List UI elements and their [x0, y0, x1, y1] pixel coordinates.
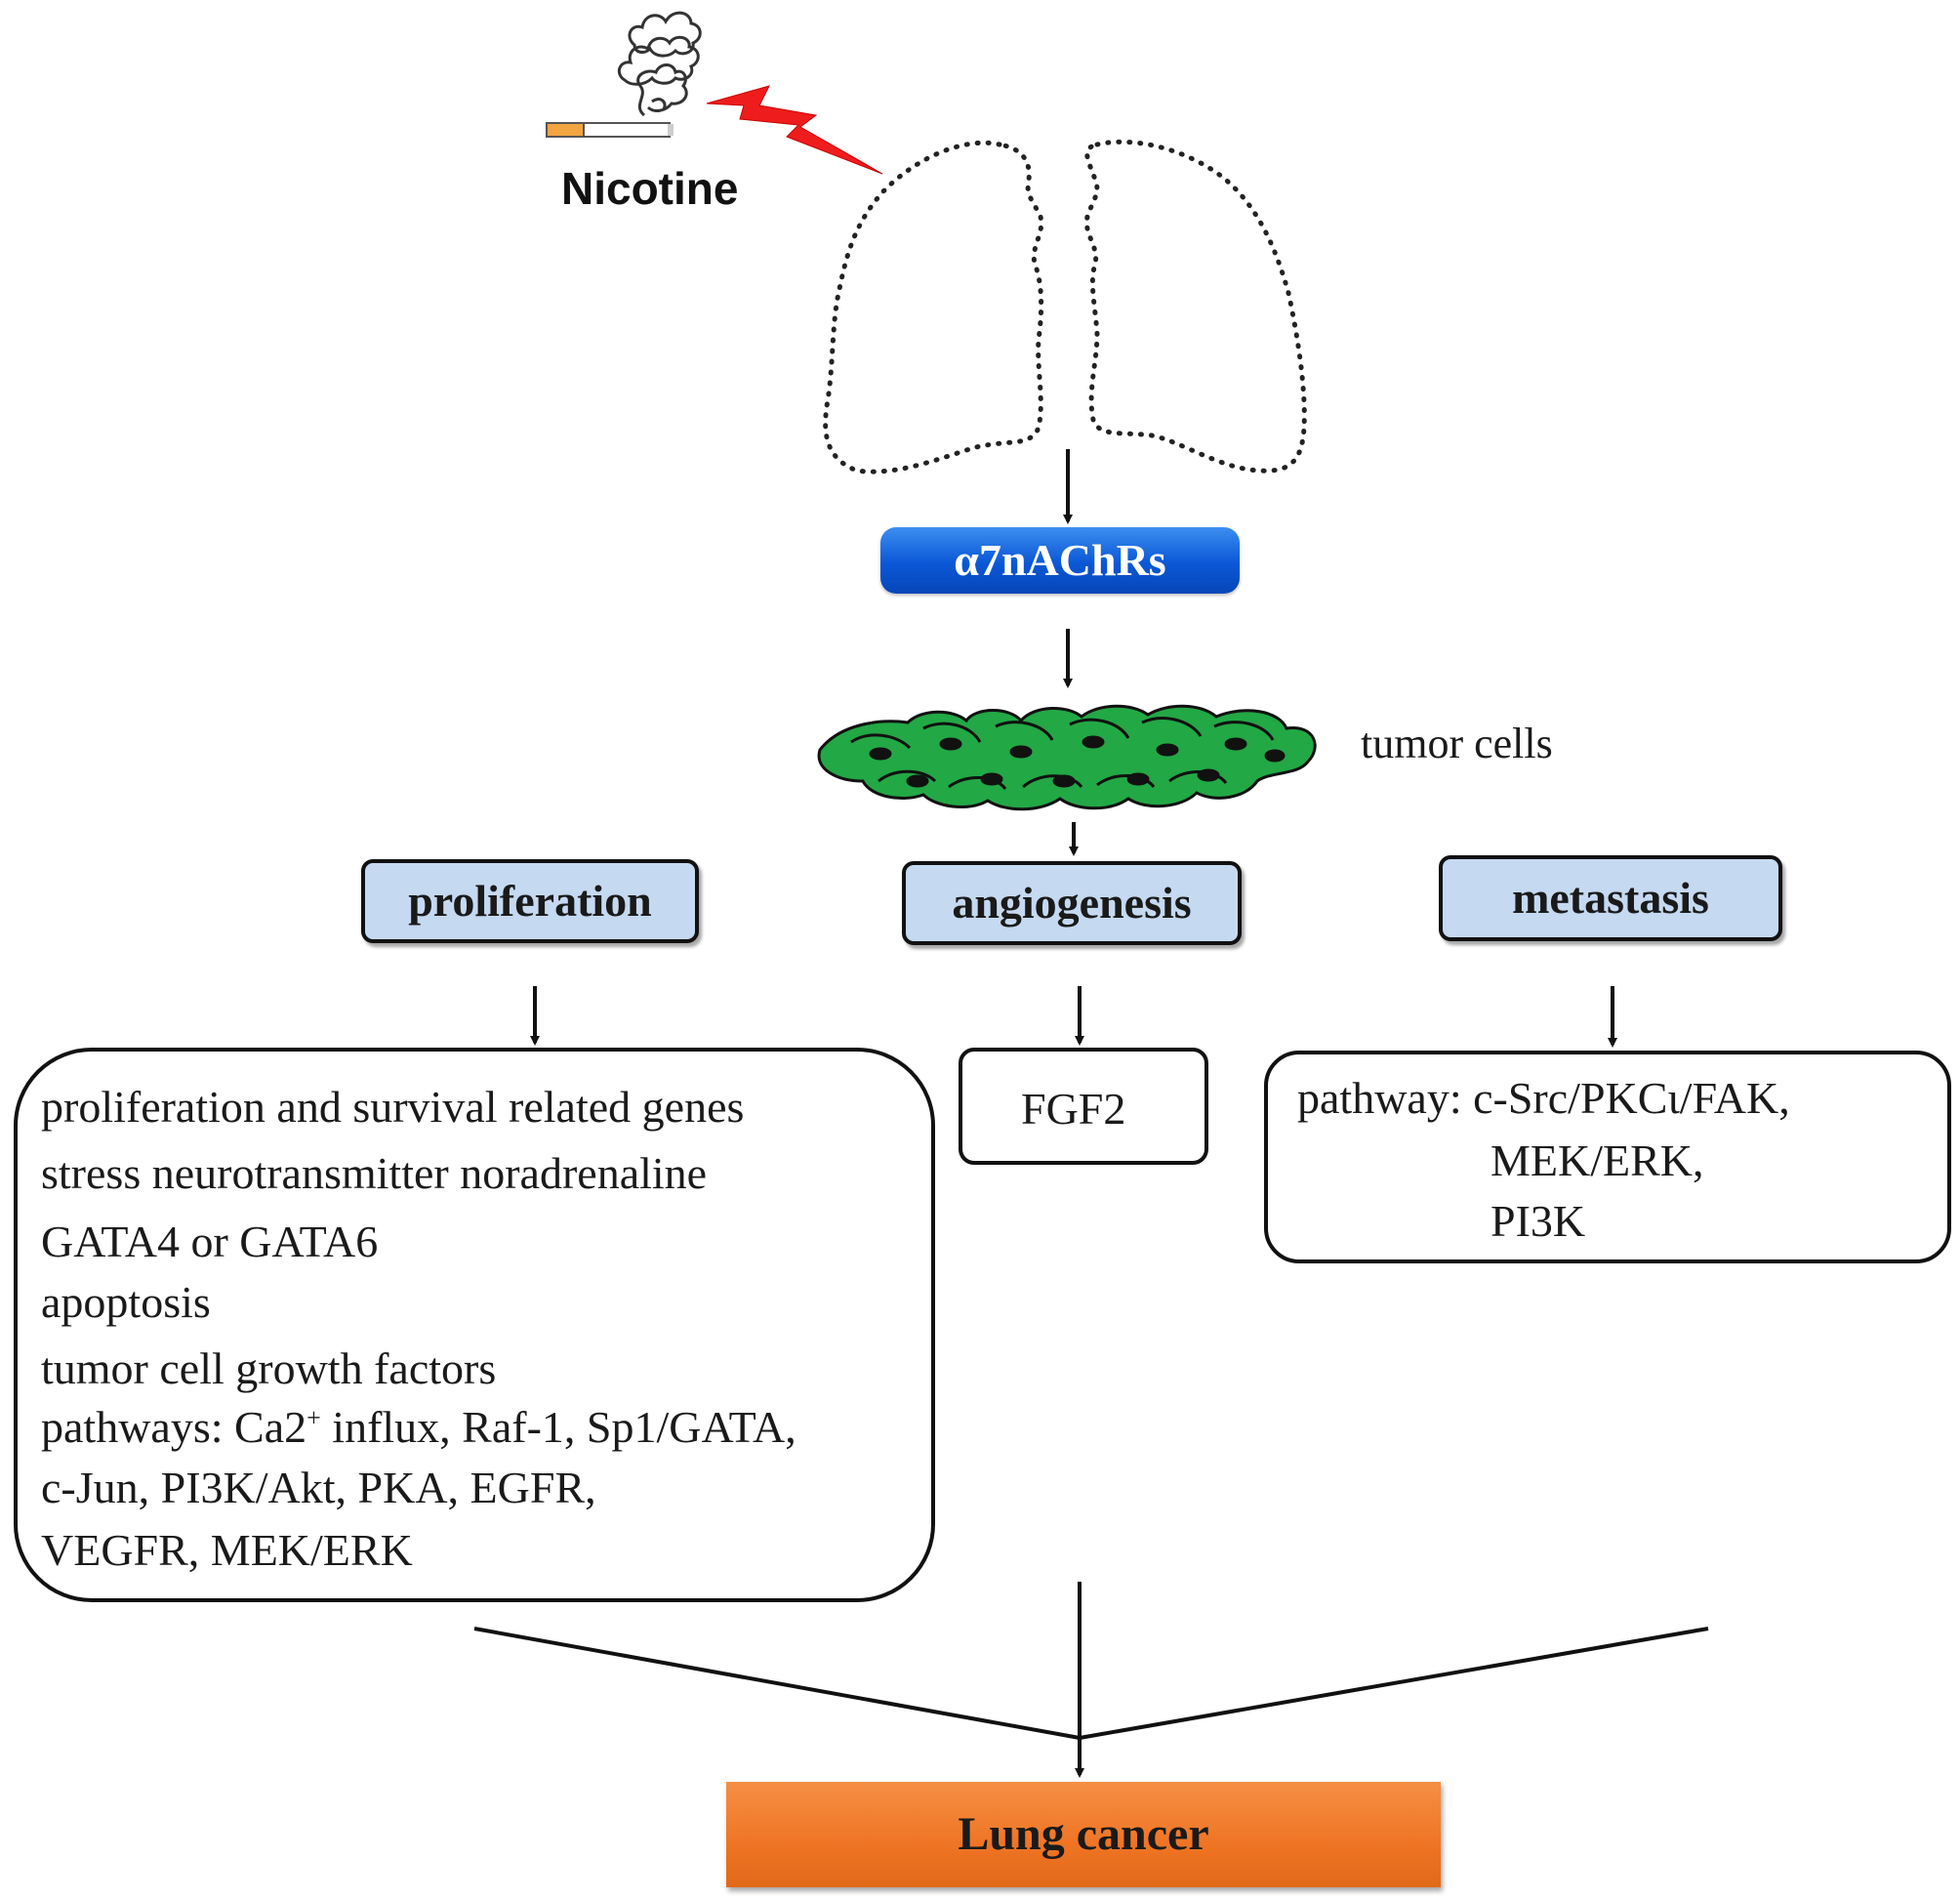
detail-line: VEGFR, MEK/ERK: [41, 1525, 413, 1575]
lung-cancer-box: Lung cancer: [726, 1782, 1441, 1887]
receptor-box: α7nAChRs: [880, 527, 1240, 594]
detail-line-pathways: pathways: Ca2+ influx, Raf-1, Sp1/GATA,: [41, 1405, 796, 1450]
smoke-icon: [617, 11, 702, 117]
tumor-cells-icon: [817, 704, 1317, 811]
proliferation-details-box: proliferation and survival related genes…: [14, 1048, 935, 1602]
convergence-left: [473, 1627, 1081, 1740]
detail-line: proliferation and survival related genes: [41, 1082, 745, 1132]
superscript-plus: +: [306, 1403, 321, 1432]
pathways-text: pathways: Ca2: [41, 1402, 307, 1452]
detail-line: stress neurotransmitter noradrenaline: [41, 1148, 708, 1198]
cigarette-icon: [546, 122, 674, 138]
convergence-right: [1079, 1627, 1709, 1740]
angiogenesis-box: angiogenesis: [902, 861, 1242, 945]
angiogenesis-details-box: FGF2: [959, 1048, 1208, 1165]
detail-line: tumor cell growth factors: [41, 1343, 497, 1393]
proliferation-box: proliferation: [361, 859, 699, 943]
detail-line: GATA4 or GATA6: [41, 1217, 379, 1266]
metastasis-details-box: pathway: c-Src/PKCι/FAK, MEK/ERK, PI3K: [1264, 1051, 1951, 1263]
detail-line: PI3K: [1490, 1196, 1586, 1246]
arrows: [473, 449, 1709, 1778]
pathways-text-continued: influx, Raf-1, Sp1/GATA,: [320, 1402, 796, 1452]
lungs-outline-icon: [823, 139, 1307, 475]
detail-line: MEK/ERK,: [1490, 1135, 1704, 1185]
metastasis-box: metastasis: [1439, 855, 1782, 941]
lightning-icon: [706, 85, 883, 175]
detail-line: apoptosis: [41, 1277, 211, 1327]
detail-line: c-Jun, PI3K/Akt, PKA, EGFR,: [41, 1463, 596, 1512]
detail-line: pathway: c-Src/PKCι/FAK,: [1297, 1073, 1790, 1123]
detail-line: FGF2: [1021, 1084, 1126, 1134]
tumor-cells-label: tumor cells: [1361, 720, 1553, 767]
nicotine-label: Nicotine: [561, 163, 739, 214]
